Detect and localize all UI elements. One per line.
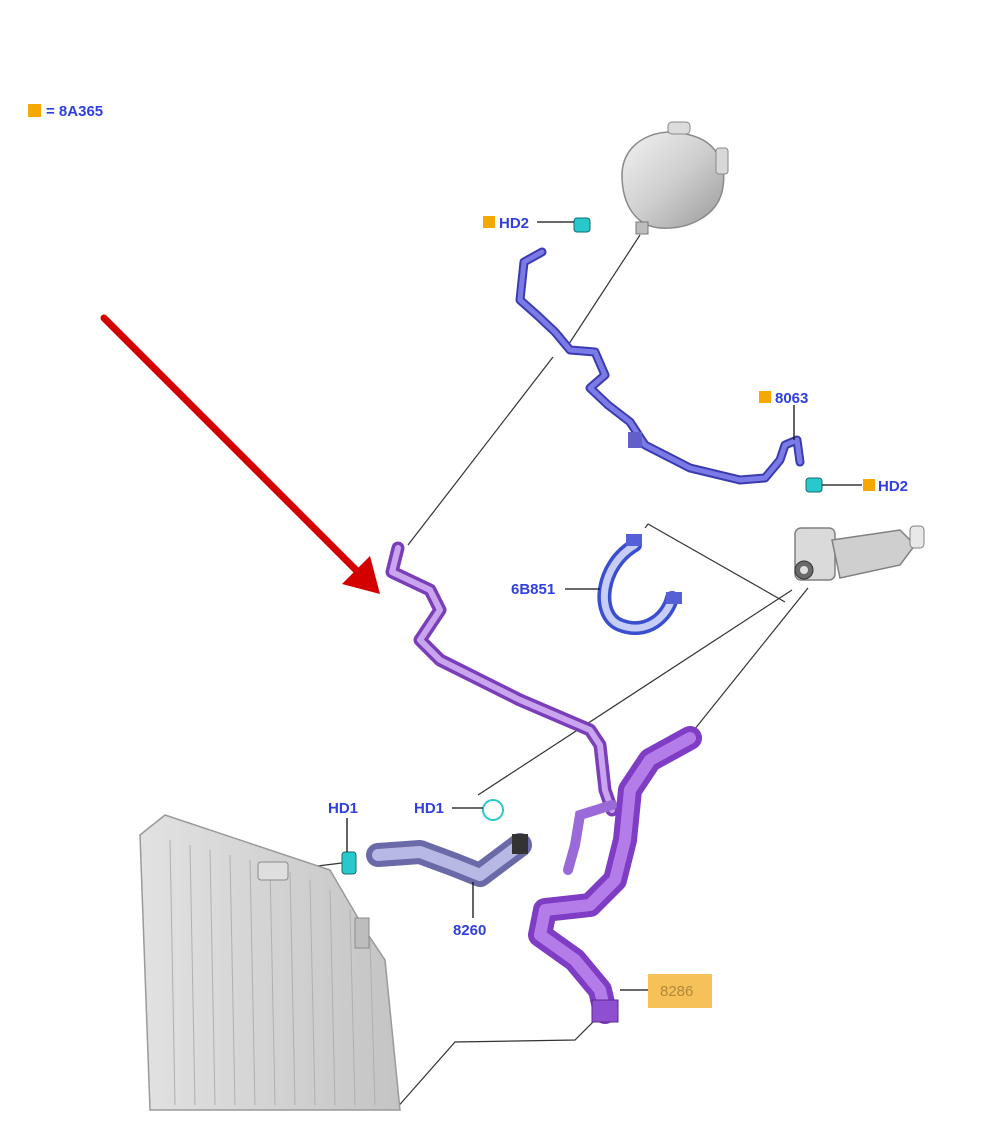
p8063-marker — [759, 391, 771, 403]
label-8063: 8063 — [775, 390, 808, 407]
guide-lines — [284, 234, 809, 1111]
hose-8260 — [366, 833, 532, 887]
red-arrow-icon — [100, 314, 380, 594]
thermostat-housing-icon — [794, 525, 925, 581]
hose-6B851 — [597, 534, 682, 635]
hose-purple-long — [385, 541, 619, 817]
label-6B851: 6B851 — [511, 581, 555, 598]
label-leaders — [346, 221, 862, 991]
legend-text: = 8A365 — [46, 103, 103, 120]
legend: = 8A365 — [28, 103, 103, 120]
label-hd1-left: HD1 — [328, 800, 358, 817]
hose-upper — [515, 247, 805, 485]
part-labels: HD2 8063 HD2 6B851 HD1 HD1 8260 8286 — [328, 215, 908, 1008]
hose-8286 — [528, 726, 702, 1024]
hd2-top-marker — [483, 216, 495, 228]
label-8286: 8286 — [660, 983, 693, 1000]
label-hd2-top: HD2 — [499, 215, 529, 232]
label-hd2-right: HD2 — [878, 478, 908, 495]
hd2-right-marker — [863, 479, 875, 491]
p8286-highlight — [648, 974, 712, 1008]
legend-marker — [28, 104, 41, 117]
radiator-icon — [139, 814, 401, 1111]
hose-clamp-icon — [341, 217, 823, 875]
label-8260: 8260 — [453, 922, 486, 939]
coolant-reservoir-icon — [621, 121, 729, 235]
label-hd1-mid: HD1 — [414, 800, 444, 817]
